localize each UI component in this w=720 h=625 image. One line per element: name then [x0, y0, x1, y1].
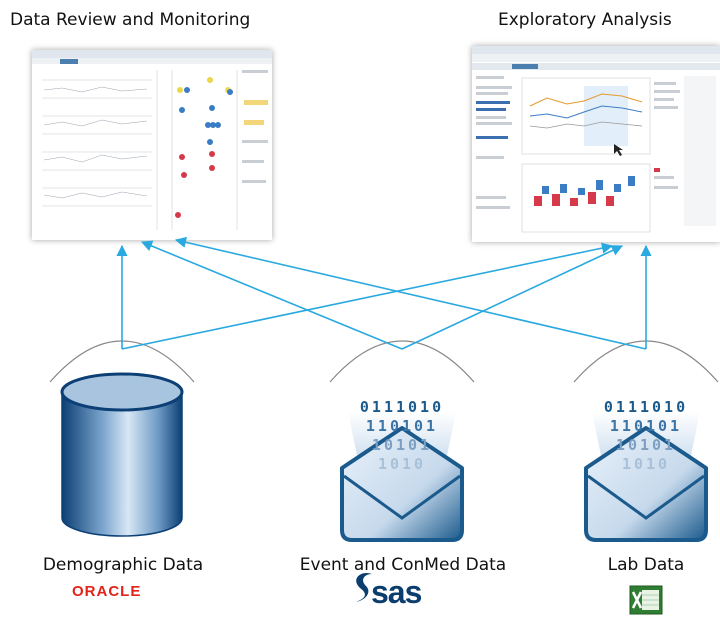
- exploratory-analysis-screenshot: [472, 46, 720, 242]
- demographic-data-label: Demographic Data: [42, 555, 204, 575]
- sas-swoosh-icon: [356, 572, 372, 602]
- database-icon: [60, 372, 184, 537]
- binary-stream: 0111010 110101 10101 1010: [342, 398, 462, 474]
- binary-row: 1010: [377, 455, 427, 473]
- binary-envelope-icon: [340, 412, 464, 542]
- data-review-title: Data Review and Monitoring: [10, 10, 251, 30]
- lab-data-label: Lab Data: [607, 555, 685, 575]
- binary-envelope-icon: [584, 412, 708, 542]
- flow-arrow: [174, 236, 647, 350]
- source-arc: [329, 340, 475, 383]
- binary-stream: 0111010 110101 10101 1010: [586, 398, 706, 474]
- flow-arrow: [401, 245, 624, 350]
- binary-row: 110101: [365, 417, 439, 435]
- binary-row: 0111010: [603, 398, 689, 416]
- excel-icon: [629, 585, 663, 615]
- sas-logo: sas: [371, 574, 422, 610]
- flow-arrow: [121, 242, 614, 350]
- binary-row: 10101: [615, 436, 677, 454]
- binary-row: 110101: [609, 417, 683, 435]
- exploratory-analysis-title: Exploratory Analysis: [498, 10, 672, 30]
- oracle-logo: ORACLE: [72, 583, 142, 600]
- data-review-screenshot: [32, 50, 272, 240]
- binary-row: 1010: [621, 455, 671, 473]
- flow-arrow: [140, 240, 403, 350]
- binary-row: 0111010: [359, 398, 445, 416]
- event-conmed-data-label: Event and ConMed Data: [299, 555, 507, 575]
- binary-row: 10101: [371, 436, 433, 454]
